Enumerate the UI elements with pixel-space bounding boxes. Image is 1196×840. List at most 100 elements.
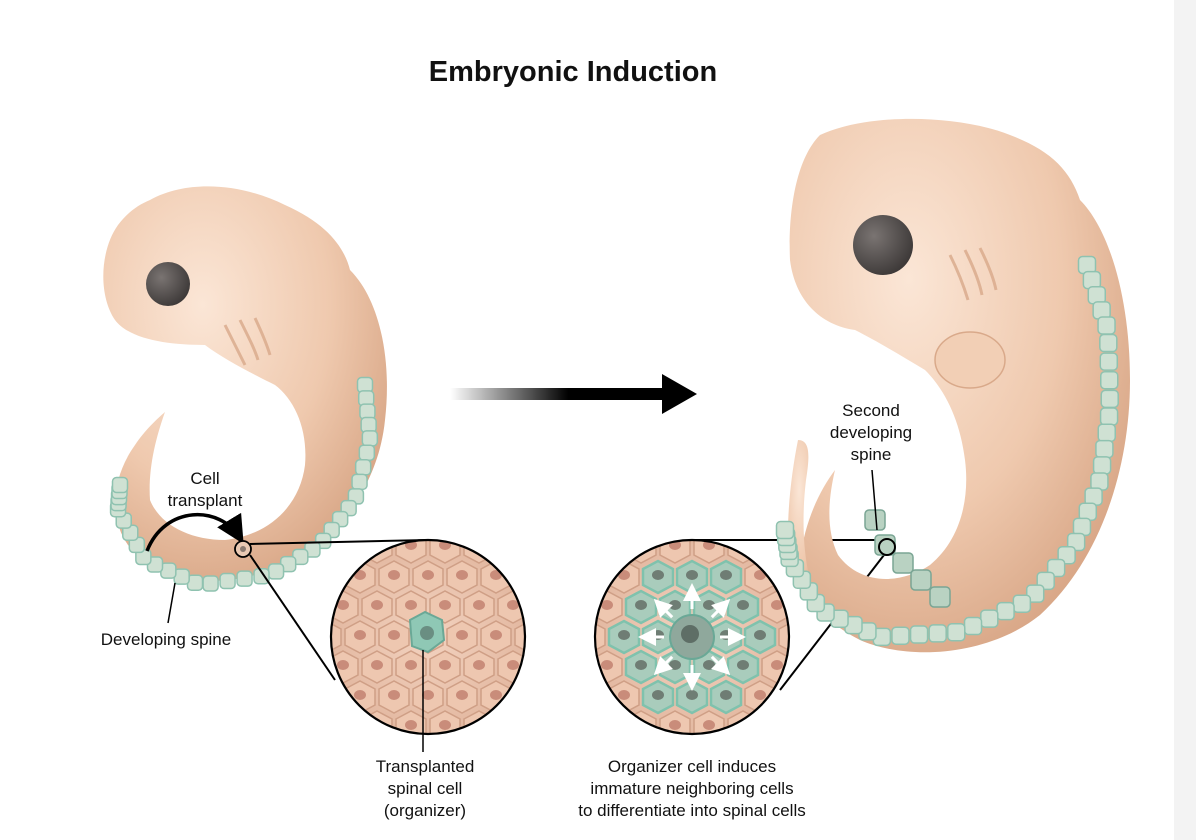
cell-nucleus: [473, 660, 485, 670]
cell-nucleus: [771, 600, 783, 610]
left-embryo-eye: [146, 262, 190, 306]
right-tissue-cells: [595, 540, 789, 734]
spine-segment: [891, 626, 910, 645]
spine-segment: [361, 430, 379, 447]
cell-nucleus: [439, 600, 451, 610]
cell-nucleus: [669, 660, 681, 670]
developing-spine-pointer: [167, 582, 176, 624]
developing-spine-label: Developing spine: [100, 630, 232, 649]
organizer-nucleus: [420, 626, 434, 640]
cell-nucleus: [473, 540, 485, 550]
immature-cell: [727, 540, 759, 564]
cell-nucleus: [703, 600, 715, 610]
cell-nucleus: [635, 660, 647, 670]
spine-segment: [947, 622, 966, 642]
cell-nucleus: [354, 630, 366, 640]
cell-nucleus: [388, 690, 400, 700]
spine-segment: [111, 476, 129, 494]
window-right-edge: [1174, 0, 1196, 840]
right-embryo: [775, 118, 1130, 653]
spine-segment: [236, 570, 253, 587]
cell-nucleus: [490, 630, 502, 640]
cell-nucleus: [737, 660, 749, 670]
cell-nucleus: [388, 630, 400, 640]
spine-segment: [267, 563, 285, 580]
left-embryo-gill-folds: [223, 317, 272, 366]
spine-segment: [1097, 423, 1116, 443]
cell-nucleus: [686, 690, 698, 700]
spine-segment: [1097, 316, 1116, 335]
left-embryo: [103, 186, 387, 592]
spine-segment: [253, 567, 270, 585]
cell-nucleus: [422, 690, 434, 700]
cell-nucleus: [456, 570, 468, 580]
cell-nucleus: [669, 720, 681, 730]
induction-signal-arrow: [653, 598, 674, 619]
transplanted-cell-label: Transplanted spinal cell (organizer): [375, 757, 475, 820]
cell-nucleus: [618, 630, 630, 640]
cell-nucleus: [652, 690, 664, 700]
spine-segment: [963, 616, 983, 636]
cell-nucleus: [473, 600, 485, 610]
immature-cell: [625, 540, 657, 564]
cell-nucleus: [686, 570, 698, 580]
cell-transplant-arrow: [145, 512, 244, 552]
spine-segment: [775, 520, 795, 540]
spine-segment: [202, 575, 219, 592]
right-spine-segments: [775, 255, 1119, 647]
diagram-title: Embryonic Induction: [428, 56, 718, 88]
cell-nucleus: [652, 570, 664, 580]
spine-segment: [1095, 439, 1114, 459]
spine-segment: [980, 609, 999, 628]
cell-nucleus: [601, 660, 613, 670]
spine-segment: [1100, 389, 1119, 409]
spine-segment: [351, 473, 368, 491]
immature-cell: [361, 540, 393, 564]
immature-cell: [778, 620, 789, 654]
second-spine-label: Second developing spine: [829, 401, 913, 464]
second-spine-marker: [878, 538, 896, 556]
left-magnifier: [249, 538, 527, 752]
cell-nucleus: [439, 660, 451, 670]
second-spine-segment: [910, 569, 932, 591]
cell-nucleus: [439, 720, 451, 730]
cell-nucleus: [337, 660, 349, 670]
spine-segment: [1100, 370, 1119, 390]
cell-nucleus: [703, 720, 715, 730]
cell-nucleus: [754, 690, 766, 700]
immature-cell: [514, 620, 525, 654]
left-spine-segments: [109, 376, 379, 592]
spine-segment: [909, 625, 929, 644]
second-spine-segment: [929, 586, 951, 608]
cell-nucleus: [405, 600, 417, 610]
cell-nucleus: [456, 690, 468, 700]
cell-nucleus: [388, 570, 400, 580]
cell-nucleus: [456, 630, 468, 640]
right-embryo-gill-folds: [948, 247, 998, 301]
induction-signal-arrow: [653, 655, 674, 676]
spine-segment: [1025, 584, 1045, 603]
left-tissue-cells: [331, 540, 525, 734]
spine-segment: [219, 572, 236, 590]
organizer-caption: Organizer cell induces immature neighbor…: [578, 757, 806, 820]
cell-nucleus: [405, 660, 417, 670]
right-embryo-eye: [853, 215, 913, 275]
spine-segment: [358, 444, 376, 461]
cell-nucleus: [635, 540, 647, 550]
spine-segment: [354, 459, 372, 476]
spine-segment: [1012, 594, 1032, 613]
spine-segment: [1092, 456, 1112, 475]
immature-cell: [463, 710, 495, 734]
cell-nucleus: [618, 690, 630, 700]
immature-cell: [727, 710, 759, 734]
cell-nucleus: [720, 570, 732, 580]
cell-nucleus: [371, 660, 383, 670]
cell-nucleus: [354, 690, 366, 700]
cell-nucleus: [754, 630, 766, 640]
cell-nucleus: [737, 540, 749, 550]
right-embryo-limb-bud: [934, 331, 1006, 389]
cell-nucleus: [422, 570, 434, 580]
cell-nucleus: [507, 600, 519, 610]
spine-segment: [1099, 407, 1119, 426]
transplant-site-dot: [240, 546, 246, 552]
